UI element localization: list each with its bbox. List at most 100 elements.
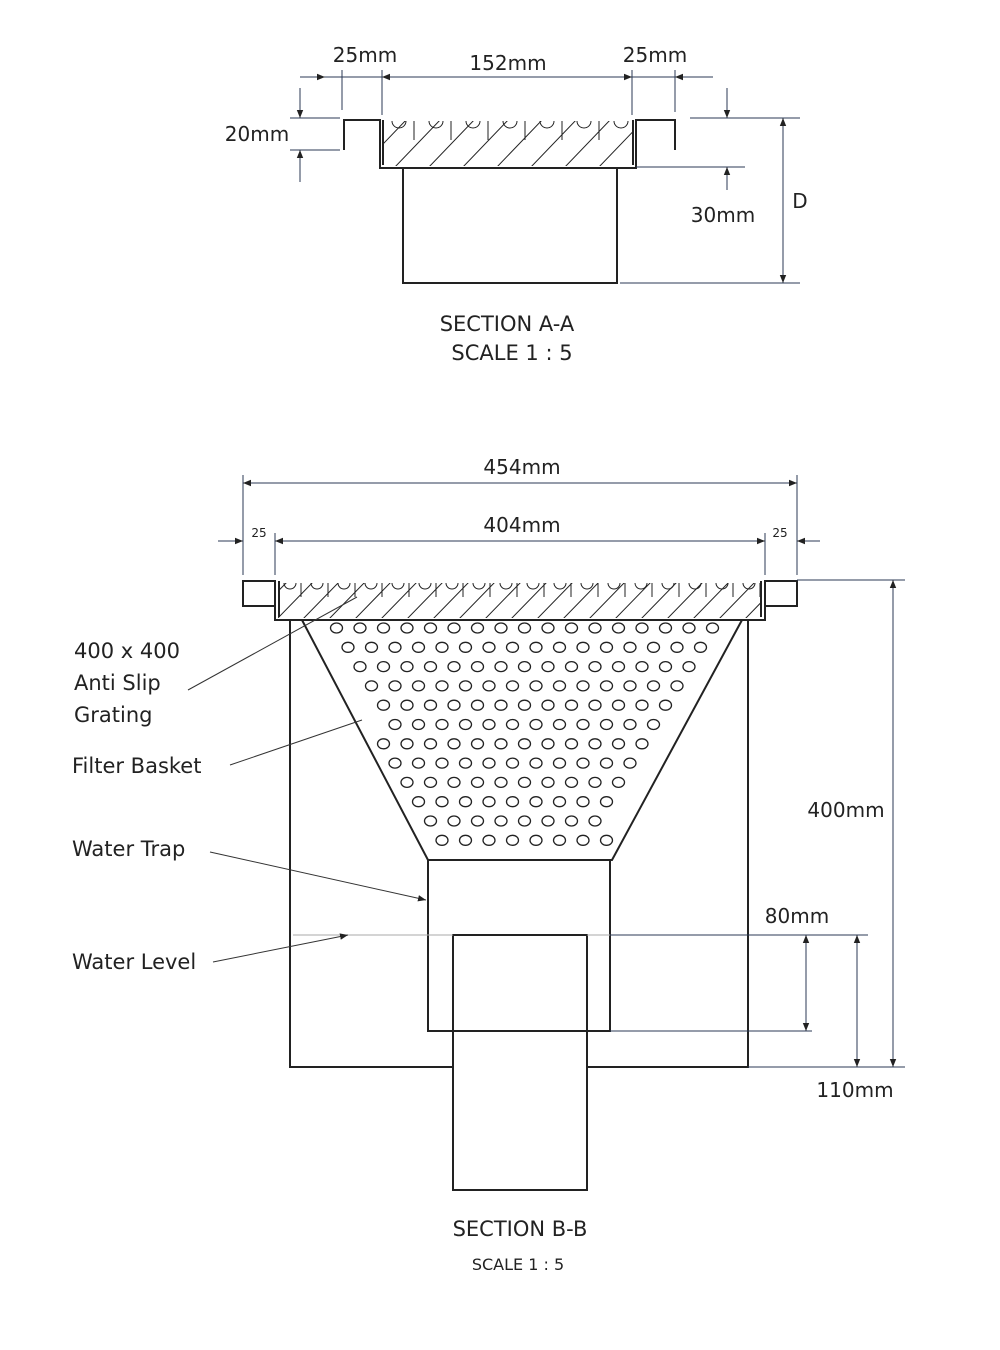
perforation-hole — [447, 776, 461, 789]
filter-basket — [301, 619, 743, 861]
perforation-hole — [482, 680, 496, 692]
dim-right-flange: 25mm — [623, 43, 687, 67]
perforation-hole — [623, 757, 637, 769]
perforation-hole — [447, 738, 461, 750]
hatch-line — [719, 583, 755, 618]
grating-scallop — [465, 120, 481, 129]
leader-water-level — [212, 933, 349, 963]
grating-hatch — [383, 121, 633, 166]
perforation-hole — [564, 660, 579, 673]
perforation-hole — [576, 796, 590, 808]
hatch-line — [497, 121, 542, 166]
grating-scallop — [391, 582, 405, 590]
section-a-title: SECTION A-A — [440, 312, 575, 336]
perforation-hole — [470, 699, 485, 711]
perforation-hole — [576, 834, 590, 846]
dim-flange-height: 20mm — [225, 122, 289, 146]
perforation-hole — [517, 738, 532, 750]
perforation-hole — [552, 718, 567, 731]
callouts: 400 x 400 Anti Slip Grating Filter Baske… — [72, 596, 427, 974]
grating-scallop — [499, 582, 513, 590]
callout-water-trap: Water Trap — [72, 837, 185, 861]
hatch-line — [745, 600, 762, 618]
perforation-hole — [541, 660, 555, 673]
hatch-line — [667, 583, 703, 618]
grating-scallop — [364, 582, 378, 590]
perforation-hole — [411, 796, 426, 808]
perforation-hole — [505, 757, 520, 769]
callout-filter-basket: Filter Basket — [72, 754, 201, 778]
grating-scallop — [337, 582, 351, 590]
perforation-hole — [341, 641, 355, 653]
leader-filter-basket — [229, 719, 363, 766]
grating-scallop — [742, 582, 756, 590]
perforation-hole — [388, 718, 402, 731]
hatch-line — [511, 583, 547, 618]
perforation-hole — [682, 622, 696, 634]
grating-scallop — [576, 120, 592, 129]
perforation-hole — [611, 699, 626, 711]
perforation-hole — [529, 757, 543, 769]
perforation-hole — [705, 622, 720, 634]
hatch-line — [278, 583, 313, 618]
perforation-hole — [529, 718, 543, 731]
hatch-line — [381, 583, 417, 618]
perforation-hole — [458, 680, 473, 692]
callout-water-level: Water Level — [72, 950, 196, 974]
perforation-hole — [435, 680, 449, 692]
hatch-line — [303, 583, 339, 618]
perforation-hole — [588, 699, 602, 711]
perforation-hole — [646, 718, 661, 731]
perforation-hole — [541, 699, 555, 711]
perforation-hole — [400, 660, 414, 673]
perforation-hole — [494, 622, 508, 634]
perforation-hole — [505, 834, 520, 846]
hatch-line — [278, 583, 287, 592]
hatch-line — [395, 121, 440, 166]
perforation-hole — [470, 815, 485, 827]
perforation-hole — [505, 680, 520, 692]
perforation-hole — [329, 622, 344, 634]
grating-scallop — [310, 582, 324, 590]
perforation-hole — [635, 660, 649, 673]
perforation-hole — [505, 796, 520, 808]
perforation-hole — [670, 680, 684, 692]
perforation-hole — [541, 776, 555, 789]
hatch-line — [355, 583, 391, 618]
perforation-hole — [658, 699, 673, 711]
perforation-hole — [588, 660, 602, 673]
perforation-hole — [400, 622, 414, 634]
perforation-hole — [353, 660, 367, 673]
grating-scallop — [715, 582, 729, 590]
hatch-line — [383, 121, 406, 145]
perforation-hole — [599, 680, 614, 692]
perforation-hole — [388, 641, 402, 653]
perforation-hole — [576, 718, 590, 731]
perforation-hole — [517, 660, 532, 673]
perforation-hole — [435, 834, 449, 846]
perforation-hole — [564, 776, 579, 789]
perforation-hole — [599, 796, 614, 808]
perforation-hole — [646, 641, 661, 653]
perforation-hole — [494, 776, 508, 789]
grating-scallop — [445, 582, 459, 590]
perforation-hole — [599, 641, 614, 653]
perforation-hole — [376, 622, 391, 634]
perforation-hole — [482, 718, 496, 731]
perforation-hole — [541, 738, 555, 750]
perforation-hole — [529, 796, 543, 808]
perforation-hole — [682, 660, 696, 673]
dim-right-flange-b: 25 — [772, 526, 787, 540]
perforation-hole — [482, 757, 496, 769]
perforation-hole — [505, 718, 520, 731]
perforation-hole — [564, 699, 579, 711]
perforation-hole — [447, 815, 461, 827]
perforation-hole — [400, 699, 414, 711]
dim-left-flange-b: 25 — [251, 526, 266, 540]
perforation-hole — [494, 699, 508, 711]
perforation-hole — [529, 834, 543, 846]
grating-scallop — [661, 582, 675, 590]
perforation-hole — [411, 718, 426, 731]
perforation-hole — [470, 738, 485, 750]
grating-frame — [274, 581, 766, 621]
